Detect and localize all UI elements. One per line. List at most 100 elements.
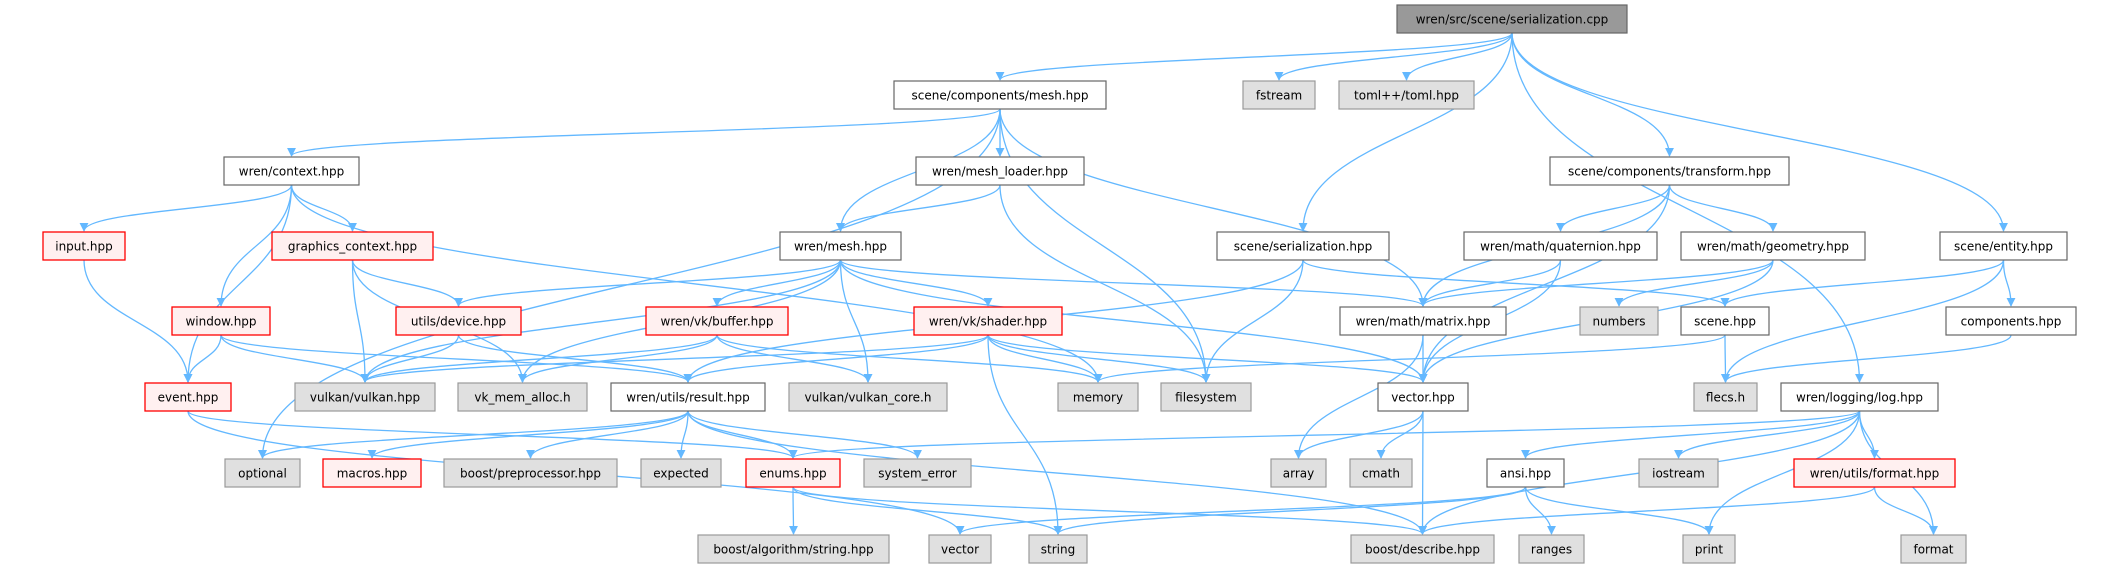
edge-device-to-result — [457, 334, 693, 383]
node-entity[interactable]: scene/entity.hpp — [1939, 231, 2068, 261]
node-box — [1518, 534, 1585, 564]
node-box — [1270, 458, 1327, 488]
node-label: vector.hpp — [1391, 391, 1455, 405]
node-gfx[interactable]: graphics_context.hpp — [271, 231, 434, 261]
node-vectorhpp[interactable]: vector.hpp — [1377, 382, 1469, 412]
node-label: optional — [238, 467, 287, 481]
node-geom[interactable]: wren/math/geometry.hpp — [1680, 231, 1866, 261]
node-box — [457, 382, 588, 412]
node-label: numbers — [1592, 315, 1645, 329]
node-label: vk_mem_alloc.h — [474, 391, 570, 405]
node-box — [893, 80, 1107, 110]
edge-wmesh-to-buffer — [712, 259, 842, 307]
node-label: wren/vk/shader.hpp — [929, 315, 1047, 329]
edge-root-to-sser — [1298, 32, 1513, 232]
edge-vectorhpp-to-cmath — [1376, 410, 1424, 459]
node-label: wren/vk/buffer.hpp — [661, 315, 774, 329]
edge-entity-to-flecs — [1721, 259, 2005, 383]
node-wformat[interactable]: wren/utils/format.hpp — [1793, 458, 1956, 488]
edge-log-to-print — [1704, 410, 1861, 535]
edge-result-to-bdesc — [687, 410, 1427, 535]
node-box — [915, 156, 1085, 186]
nodes-layer: wren/src/scene/serialization.cpp scene/co… — [42, 4, 2077, 564]
edge-result-to-syserr — [687, 410, 922, 459]
edge-context-to-memory — [290, 184, 1103, 383]
node-box — [1242, 80, 1316, 110]
edge-context-to-window — [216, 184, 293, 307]
node-box — [788, 382, 948, 412]
node-cmesh[interactable]: scene/components/mesh.hpp — [893, 80, 1107, 110]
edge-transform-to-quat — [1556, 184, 1671, 232]
node-flecs: flecs.h — [1693, 382, 1758, 412]
node-window[interactable]: window.hpp — [171, 306, 271, 336]
node-box — [1339, 306, 1507, 336]
node-box — [610, 382, 766, 412]
edge-cmesh-to-filesystem — [999, 108, 1211, 383]
node-label: scene/components/mesh.hpp — [911, 89, 1088, 103]
edge-shader-to-result — [683, 334, 989, 383]
node-meshloader[interactable]: wren/mesh_loader.hpp — [915, 156, 1085, 186]
node-string: string — [1028, 534, 1088, 564]
node-ranges: ranges — [1518, 534, 1585, 564]
node-label: filesystem — [1175, 391, 1237, 405]
node-event[interactable]: event.hpp — [144, 382, 232, 412]
node-enums[interactable]: enums.hpp — [745, 458, 841, 488]
node-box — [322, 458, 422, 488]
node-label: scene.hpp — [1694, 315, 1756, 329]
edge-cmesh-to-context — [287, 108, 1001, 157]
edge-log-to-ansi — [1521, 410, 1861, 459]
node-input[interactable]: input.hpp — [42, 231, 126, 261]
node-label: wren/mesh_loader.hpp — [932, 165, 1068, 179]
node-label: macros.hpp — [337, 467, 408, 481]
node-label: vulkan/vulkan_core.h — [805, 391, 932, 405]
edge-buffer-to-vkcore — [716, 334, 873, 383]
edge-gfx-to-device — [351, 259, 463, 307]
node-matrix[interactable]: wren/math/matrix.hpp — [1339, 306, 1507, 336]
node-device[interactable]: utils/device.hpp — [395, 306, 522, 336]
node-label: graphics_context.hpp — [288, 240, 417, 254]
edge-window-to-event — [183, 334, 222, 383]
node-box — [645, 306, 789, 336]
node-box — [779, 231, 902, 261]
node-syserr: system_error — [863, 458, 972, 488]
edge-sser-to-scene — [1302, 259, 1730, 307]
node-context[interactable]: wren/context.hpp — [223, 156, 360, 186]
node-root[interactable]: wren/src/scene/serialization.cpp — [1396, 4, 1628, 34]
node-label: boost/preprocessor.hpp — [460, 467, 601, 481]
node-components[interactable]: components.hpp — [1945, 306, 2077, 336]
node-scene[interactable]: scene.hpp — [1680, 306, 1770, 336]
node-box — [1939, 231, 2068, 261]
node-quat[interactable]: wren/math/quaternion.hpp — [1463, 231, 1658, 261]
node-label: memory — [1073, 391, 1123, 405]
node-label: print — [1695, 543, 1723, 557]
edge-context-to-event — [183, 184, 293, 383]
edge-matrix-to-array — [1294, 334, 1424, 459]
edge-vectorhpp-to-bdesc — [1418, 410, 1428, 535]
node-box — [1338, 80, 1475, 110]
node-buffer[interactable]: wren/vk/buffer.hpp — [645, 306, 789, 336]
node-label: toml++/toml.hpp — [1354, 89, 1459, 103]
node-label: expected — [653, 467, 709, 481]
edge-root-to-cmesh — [995, 32, 1513, 81]
node-macros[interactable]: macros.hpp — [322, 458, 422, 488]
node-log[interactable]: wren/logging/log.hpp — [1780, 382, 1939, 412]
node-box — [1638, 458, 1719, 488]
node-box — [224, 458, 301, 488]
node-box — [1463, 231, 1658, 261]
edge-transform-to-vectorhpp — [1418, 184, 1671, 383]
edge-ansi-to-ranges — [1524, 486, 1556, 535]
node-transform[interactable]: scene/components/transform.hpp — [1549, 156, 1790, 186]
edge-vectorhpp-to-array — [1294, 410, 1424, 459]
edge-components-to-flecs — [1721, 334, 2012, 383]
edge-result-to-bpp — [526, 410, 689, 459]
node-result[interactable]: wren/utils/result.hpp — [610, 382, 766, 412]
node-wmesh[interactable]: wren/mesh.hpp — [779, 231, 902, 261]
node-ansi[interactable]: ansi.hpp — [1486, 458, 1565, 488]
node-sser[interactable]: scene/serialization.hpp — [1216, 231, 1390, 261]
node-label: wren/logging/log.hpp — [1796, 391, 1923, 405]
node-vector: vector — [928, 534, 992, 564]
node-box — [697, 534, 890, 564]
node-label: cmath — [1362, 467, 1400, 481]
node-label: string — [1041, 543, 1075, 557]
node-shader[interactable]: wren/vk/shader.hpp — [913, 306, 1063, 336]
